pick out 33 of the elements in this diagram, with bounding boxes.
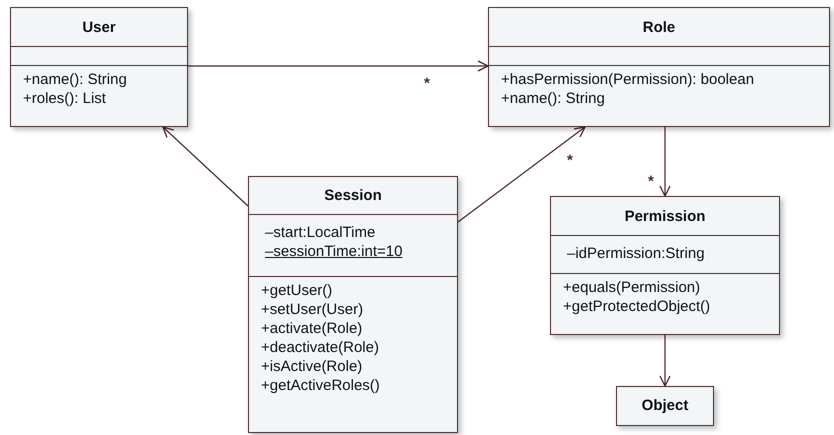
class-box bbox=[248, 176, 458, 433]
attribute-text: –start:LocalTime bbox=[265, 223, 376, 242]
method-text: +name(): String bbox=[23, 70, 127, 89]
method-text: +isActive(Role) bbox=[261, 357, 362, 376]
class-box bbox=[488, 7, 830, 127]
association-arrow bbox=[659, 335, 671, 387]
class-name: Role bbox=[642, 18, 676, 36]
class-name: Permission bbox=[624, 208, 706, 224]
method-text: +setUser(User) bbox=[261, 300, 364, 319]
method-text: +getUser() bbox=[261, 281, 332, 300]
method-text: +getProtectedObject() bbox=[563, 297, 710, 316]
multiplicity-label: * bbox=[567, 155, 573, 167]
class-box bbox=[616, 386, 714, 426]
method-text: +roles(): List bbox=[23, 89, 106, 108]
association-arrow bbox=[458, 126, 586, 222]
association-arrow bbox=[659, 127, 671, 197]
method-text: +hasPermission(Permission): boolean bbox=[501, 70, 754, 89]
multiplicity-label: * bbox=[648, 176, 654, 188]
method-text: +deactivate(Role) bbox=[261, 338, 379, 357]
method-text: +name(): String bbox=[501, 89, 605, 108]
association-arrow bbox=[162, 126, 248, 206]
class-box bbox=[550, 196, 780, 335]
attribute-text: –idPermission:String bbox=[567, 244, 705, 263]
method-text: +getActiveRoles() bbox=[261, 376, 380, 395]
attribute-text: –sessionTime:int=10 bbox=[265, 242, 402, 261]
method-text: +equals(Permission) bbox=[563, 278, 700, 297]
class-name: Session bbox=[324, 187, 382, 204]
class-box bbox=[10, 7, 188, 127]
method-text: +activate(Role) bbox=[261, 319, 362, 338]
class-name: User bbox=[82, 18, 116, 36]
class-name: Object bbox=[642, 397, 688, 414]
association-arrow bbox=[188, 60, 489, 72]
multiplicity-label: * bbox=[424, 78, 430, 90]
